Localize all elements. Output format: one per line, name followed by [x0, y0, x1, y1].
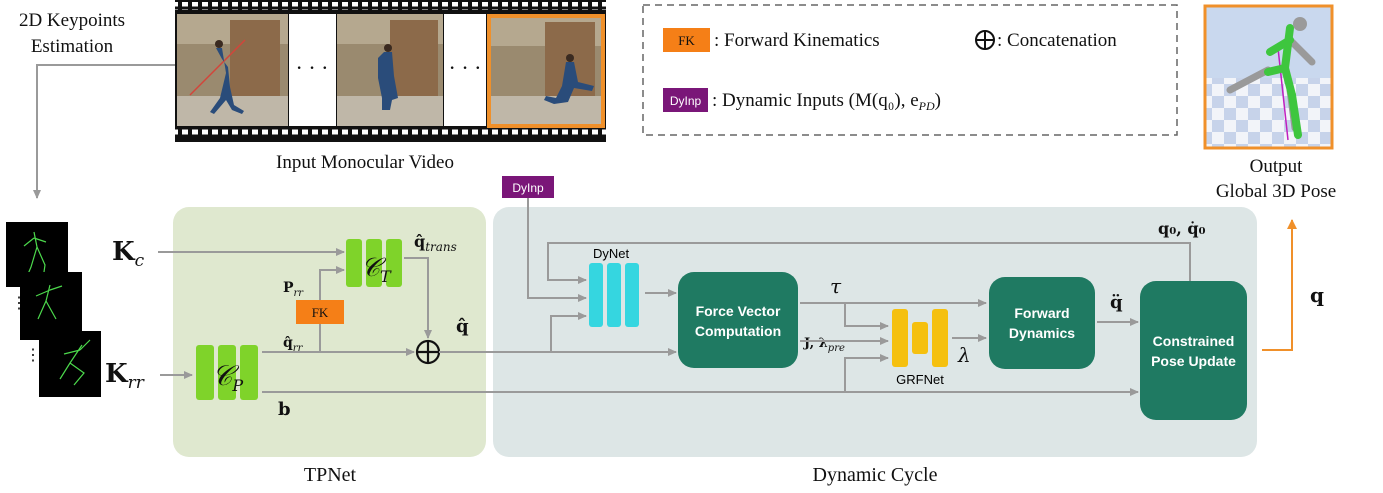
force-vector-line1: Force Vector [696, 303, 781, 319]
krr-symbol: Krr [105, 359, 145, 393]
constrained-pose-line2: Pose Update [1151, 353, 1236, 369]
cp-block: 𝒞P [196, 345, 258, 400]
qrr-symbol: q̂rr [283, 335, 304, 354]
video-frame-2 [337, 14, 443, 126]
tpnet-label: TPNet [304, 464, 357, 486]
lambda-symbol: λ [957, 343, 971, 367]
output-label-line2: Global 3D Pose [1216, 181, 1336, 202]
output-arrow [1262, 219, 1297, 351]
legend-concat-text: : Concatenation [997, 30, 1117, 51]
film-strip: · · · · · · [175, 0, 606, 142]
keypoints-label-line1: 2D Keypoints [19, 10, 125, 31]
constrained-pose-line1: Constrained [1153, 333, 1235, 349]
legend-fk-text: : Forward Kinematics [714, 30, 880, 51]
feedback-loop-arrow [547, 242, 1191, 284]
fk-to-ct-arrow [319, 266, 345, 300]
ellipsis-2: · · · [449, 55, 482, 80]
q0-qdot0-symbol: q₀, q̇₀ [1158, 219, 1206, 238]
keypoint-dots-2: ⋮ [25, 347, 41, 364]
b-symbol: b [278, 399, 291, 420]
tau-to-grf-arrow [844, 303, 889, 330]
b-to-grf-arrow [844, 354, 889, 392]
qhat-to-dynet-arrow [550, 312, 587, 352]
kc-symbol: Kc [112, 237, 145, 271]
output-3d-render [1203, 4, 1334, 150]
forward-dynamics-line1: Forward [1014, 305, 1069, 321]
qhat-symbol: q̂ [456, 316, 469, 337]
dyninp-block-text: DyInp [512, 181, 544, 195]
dyninp-block [502, 176, 554, 198]
legend-dyninp-text: : Dynamic Inputs (M(q₀), ePD) [712, 90, 941, 113]
fk-block-text: FK [312, 305, 329, 320]
keypoints-label-line2: Estimation [31, 36, 114, 57]
constrained-pose-box [1140, 281, 1247, 420]
grfnet-label: GRFNet [896, 372, 944, 387]
prr-symbol: Prr [283, 280, 304, 299]
keypoint-dots-1: ⋮ [11, 295, 27, 312]
video-to-keypoints-arrow [33, 64, 175, 199]
concat-icon [415, 339, 441, 365]
force-vector-line2: Computation [695, 323, 781, 339]
j-lambda-symbol: J, λpre [803, 336, 845, 354]
forward-dynamics-line2: Dynamics [1009, 325, 1075, 341]
dyninp-to-dynet-arrow [527, 198, 587, 302]
input-video-label: Input Monocular Video [276, 152, 454, 173]
ct-block: 𝒞T [346, 239, 402, 287]
tau-symbol: τ [830, 274, 842, 298]
ct-to-concat-arrow [404, 257, 432, 339]
dynet-block [589, 263, 639, 327]
legend-dyninp-badge-text: DyInp [670, 94, 702, 108]
video-frame-3 [487, 14, 605, 128]
qddot-symbol: q̈ [1110, 292, 1123, 313]
dynet-label: DyNet [593, 246, 630, 261]
q-output-symbol: q [1310, 283, 1324, 307]
forward-dynamics-box [989, 277, 1095, 369]
ellipsis-1: · · · [296, 55, 329, 80]
keypoint-frame-2 [20, 272, 82, 340]
video-frame-1 [177, 14, 288, 126]
dynamic-cycle-label: Dynamic Cycle [813, 464, 938, 486]
force-vector-box [678, 272, 798, 368]
grfnet-block [892, 309, 948, 367]
legend-fk-badge [663, 28, 710, 52]
output-label-line1: Output [1250, 156, 1304, 177]
dynamic-cycle-panel [493, 207, 1257, 457]
legend-concat-icon [975, 30, 995, 50]
keypoint-frames: ⋮ ⋮ [6, 222, 101, 397]
legend-fk-badge-text: FK [678, 33, 695, 48]
fk-block [296, 300, 344, 324]
qtrans-symbol: q̂trans [414, 232, 457, 254]
legend-box: FK : Forward Kinematics : Concatenation … [642, 4, 1178, 136]
legend-dyninp-badge [663, 88, 708, 112]
